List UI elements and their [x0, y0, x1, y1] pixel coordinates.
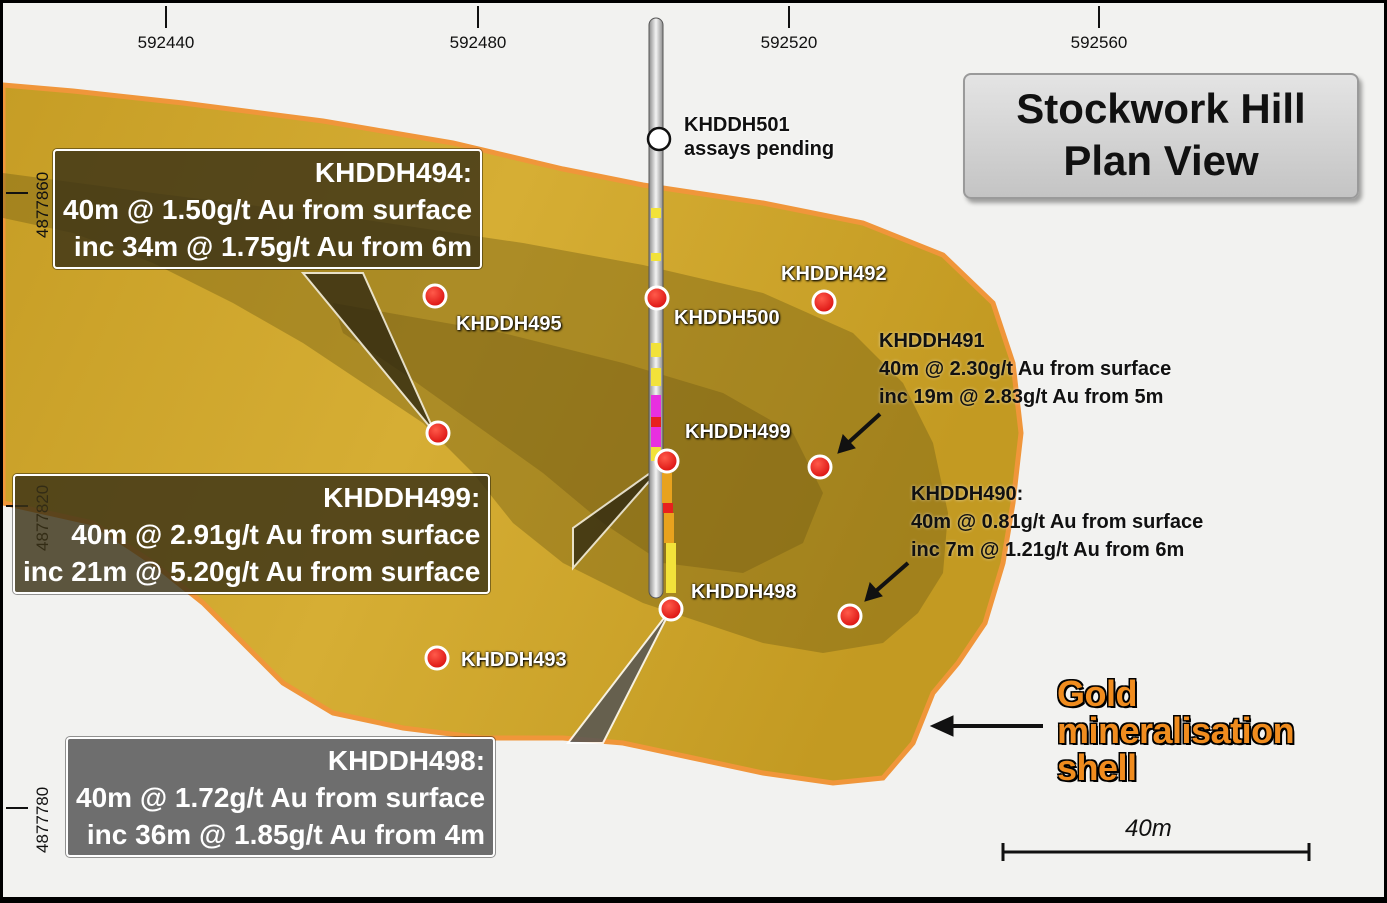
khddh490-note-line1: 40m @ 0.81g/t Au from surface [911, 511, 1204, 533]
khddh491-note-title: KHDDH491 [879, 330, 985, 352]
khddh498-callout-line2: inc 36m @ 1.85g/t Au from 4m [86, 819, 486, 850]
khddh498-leader [565, 608, 672, 744]
khddh498-callout: KHDDH498: 40m @ 1.72g/t Au from surface … [66, 737, 496, 857]
gold-shell-label-line2: mineralisation [1057, 710, 1295, 751]
khddh499-callout-title: KHDDH499: [323, 482, 481, 513]
khddh493-label: KHDDH493 [461, 649, 567, 671]
khddh491-marker[interactable] [807, 454, 833, 480]
easting-label: 592520 [760, 33, 818, 52]
khddh499-callout-line1: 40m @ 2.91g/t Au from surface [71, 519, 481, 550]
shell-shadow-band-inner [333, 303, 823, 573]
khddh498-label: KHDDH498 [691, 581, 797, 603]
khddh495-marker[interactable] [422, 283, 448, 309]
shell-shadow-band [3, 173, 948, 653]
khddh494-callout-title: KHDDH494: [314, 157, 473, 188]
northing-label: 4877860 [33, 171, 52, 238]
easting-label: 592560 [1070, 33, 1128, 52]
title-panel: Stockwork Hill Plan View [963, 73, 1359, 199]
khddh492-label: KHDDH492 [781, 263, 887, 285]
arrows [837, 412, 1043, 737]
khddh490-note: KHDDH490: 40m @ 0.81g/t Au from surface … [911, 480, 1203, 564]
khddh491-note: KHDDH491 40m @ 2.30g/t Au from surface i… [879, 327, 1171, 411]
khddh494-callout: KHDDH494: 40m @ 1.50g/t Au from surface … [53, 149, 483, 269]
khddh501-label: KHDDH501 assays pending [684, 113, 834, 161]
grid-ticks [6, 6, 1100, 809]
khddh498-callout-title: KHDDH498: [327, 745, 486, 776]
khddh493-marker[interactable] [424, 645, 450, 671]
khddh499-callout: KHDDH499: 40m @ 2.91g/t Au from surface … [13, 474, 491, 594]
khddh500-label: KHDDH500 [674, 307, 780, 329]
khddh490-note-line2: inc 7m @ 1.21g/t Au from 6m [911, 539, 1185, 561]
khddh498-marker[interactable] [658, 596, 684, 622]
khddh501-id: KHDDH501 [684, 114, 790, 136]
map-canvas: 592440 592480 592520 592560 4877860 4877… [3, 3, 1384, 897]
northing-label: 4877780 [33, 786, 52, 853]
khddh494-callout-line2: inc 34m @ 1.75g/t Au from 6m [73, 231, 473, 262]
khddh494-leader [300, 272, 436, 434]
easting-label: 592480 [449, 33, 507, 52]
scale-bar [1001, 843, 1311, 861]
title-line-2: Plan View [1063, 137, 1259, 184]
khddh494-marker[interactable] [425, 420, 451, 446]
khddh499-marker[interactable] [654, 448, 680, 474]
gold-shell-label: Gold mineralisation shell [1057, 673, 1295, 788]
khddh491-note-line2: inc 19m @ 2.83g/t Au from 5m [879, 386, 1164, 408]
khddh498-callout-line1: 40m @ 1.72g/t Au from surface [76, 782, 486, 813]
khddh495-label: KHDDH495 [456, 313, 562, 335]
gold-shell-label-line3: shell [1057, 747, 1137, 788]
khddh499-callout-line2: inc 21m @ 5.20g/t Au from surface [23, 556, 481, 587]
easting-label: 592440 [137, 33, 195, 52]
khddh494-callout-line1: 40m @ 1.50g/t Au from surface [63, 194, 473, 225]
title-line-1: Stockwork Hill [1016, 85, 1306, 132]
khddh491-note-line1: 40m @ 2.30g/t Au from surface [879, 358, 1172, 380]
khddh490-note-title: KHDDH490: [911, 483, 1024, 505]
khddh492-marker[interactable] [811, 289, 837, 315]
scale-bar-label: 40m [1125, 815, 1172, 842]
khddh490-marker[interactable] [837, 603, 863, 629]
gold-shell-label-line1: Gold [1057, 673, 1137, 714]
khddh499-label: KHDDH499 [685, 421, 791, 443]
khddh499-leader [572, 460, 668, 571]
khddh501-marker[interactable] [646, 126, 672, 152]
khddh501-status: assays pending [684, 138, 835, 160]
khddh500-marker[interactable] [644, 285, 670, 311]
